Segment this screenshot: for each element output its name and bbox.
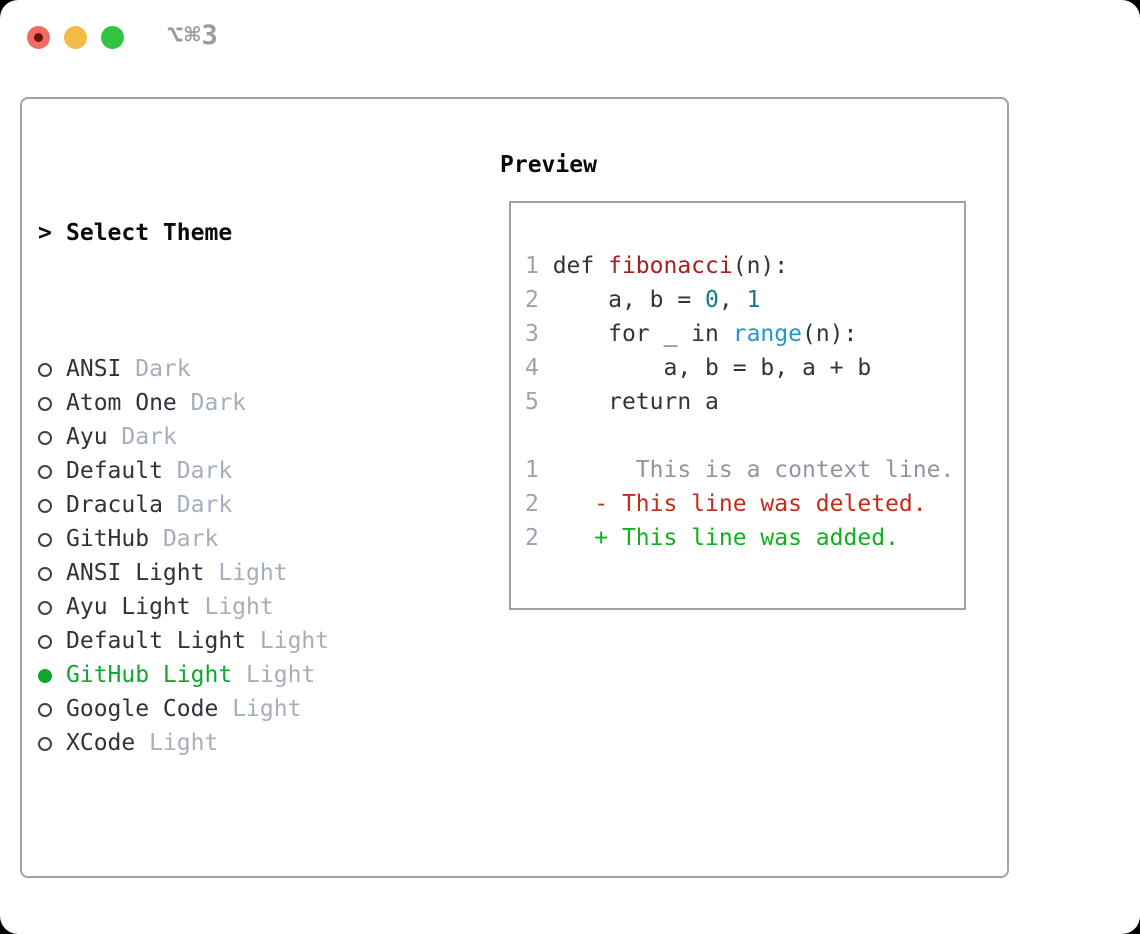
option-label: Default Light xyxy=(66,628,247,654)
option-label: Ayu xyxy=(66,424,108,450)
option-label: Ayu Light xyxy=(66,594,191,620)
option-label: Default xyxy=(66,458,163,484)
close-dot-icon xyxy=(34,33,43,42)
option-variant-tag: Dark xyxy=(121,424,177,450)
radio-icon xyxy=(38,692,66,726)
option-label: Dracula xyxy=(66,492,163,518)
option-variant-tag: Dark xyxy=(190,390,247,416)
theme-option-default[interactable]: Default Dark xyxy=(38,454,426,488)
radio-icon xyxy=(38,522,66,556)
theme-option-default-light[interactable]: Default Light Light xyxy=(38,624,426,658)
option-label: Atom One xyxy=(66,390,177,416)
code-line: 3 for _ in range(n): xyxy=(525,321,858,347)
radio-icon xyxy=(38,386,66,420)
theme-option-ansi-light[interactable]: ANSI Light Light xyxy=(38,556,426,590)
theme-list-header: > Select Theme xyxy=(38,216,426,250)
theme-option-ayu-light[interactable]: Ayu Light Light xyxy=(38,590,426,624)
theme-picker-panel xyxy=(20,97,1009,878)
radio-selected-icon xyxy=(38,658,66,692)
option-variant-tag: Light xyxy=(218,560,288,586)
minimize-button[interactable] xyxy=(64,26,87,49)
theme-option-ayu[interactable]: Ayu Dark xyxy=(38,420,426,454)
code-line: 2 - This line was deleted. xyxy=(525,491,927,517)
preview-box: 1 def fibonacci(n): 2 a, b = 0, 1 3 for _ … xyxy=(509,201,966,610)
option-label: GitHub Light xyxy=(66,662,233,688)
spacer xyxy=(38,862,426,896)
theme-option-xcode[interactable]: XCode Light xyxy=(38,726,426,760)
option-variant-tag: Light xyxy=(232,696,302,722)
code-line: 2 + This line was added. xyxy=(525,525,899,551)
radio-icon xyxy=(38,352,66,386)
option-variant-tag: Dark xyxy=(176,458,233,484)
option-label: ANSI Light xyxy=(66,560,205,586)
window-title: ⌥⌘3 xyxy=(167,20,219,51)
option-variant-tag: Light xyxy=(149,730,219,756)
close-button[interactable] xyxy=(27,26,50,49)
theme-option-github-light[interactable]: GitHub Light Light xyxy=(38,658,426,692)
radio-icon xyxy=(38,556,66,590)
radio-icon xyxy=(38,624,66,658)
code-line: 4 a, b = b, a + b xyxy=(525,355,872,381)
code-preview: 1 def fibonacci(n): 2 a, b = 0, 1 3 for _ … xyxy=(511,203,964,555)
code-line: 5 return a xyxy=(525,389,719,415)
option-variant-tag: Dark xyxy=(162,526,219,552)
option-label: ANSI xyxy=(66,356,122,382)
option-label: Google Code xyxy=(66,696,219,722)
option-variant-tag: Dark xyxy=(176,492,233,518)
option-variant-tag: Light xyxy=(204,594,274,620)
radio-icon xyxy=(38,488,66,522)
code-line: 1 This is a context line. xyxy=(525,457,955,483)
theme-option-dracula[interactable]: Dracula Dark xyxy=(38,488,426,522)
radio-icon xyxy=(38,590,66,624)
radio-icon xyxy=(38,726,66,760)
theme-option-atom-one[interactable]: Atom One Dark xyxy=(38,386,426,420)
code-line: 1 def fibonacci(n): xyxy=(525,253,789,279)
option-variant-tag: Light xyxy=(246,662,316,688)
theme-option-github[interactable]: GitHub Dark xyxy=(38,522,426,556)
option-label: GitHub xyxy=(66,526,150,552)
theme-list-title: Select Theme xyxy=(66,220,233,246)
option-variant-tag: Light xyxy=(259,628,330,654)
theme-option-google-code[interactable]: Google Code Light xyxy=(38,692,426,726)
radio-icon xyxy=(38,420,66,454)
code-line: 2 a, b = 0, 1 xyxy=(525,287,761,313)
option-variant-tag: Dark xyxy=(135,356,191,382)
zoom-button[interactable] xyxy=(101,26,124,49)
theme-option-ansi[interactable]: ANSI Dark xyxy=(38,352,426,386)
radio-icon xyxy=(38,454,66,488)
option-label: XCode xyxy=(66,730,136,756)
code-line xyxy=(525,419,964,453)
focus-caret: > xyxy=(38,220,52,246)
preview-title: Preview xyxy=(500,152,597,178)
